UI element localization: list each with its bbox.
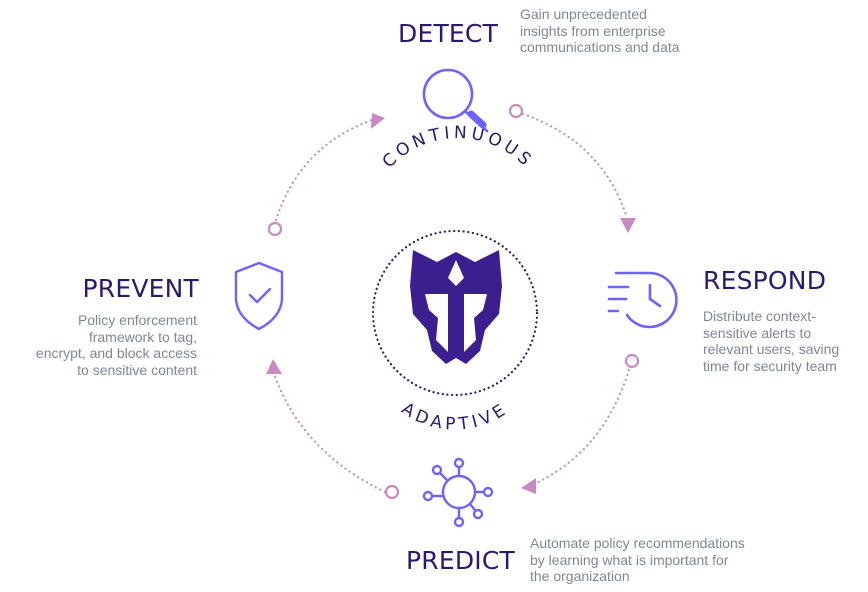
arrowhead-respond (620, 218, 636, 233)
center-top-text: CONTINUOUS (379, 123, 538, 173)
marker-respond (624, 353, 640, 369)
arrowhead-predict (521, 478, 536, 494)
arc-prevent-to-detect (274, 118, 374, 222)
cycle-arrows (272, 112, 631, 494)
detect-description: Gain unprecedented insights from enterpr… (520, 6, 680, 56)
network-node-icon (422, 457, 494, 528)
center-dotted-ring (371, 229, 539, 397)
arc-detect-to-respond (521, 112, 629, 220)
arc-predict-to-prevent (272, 372, 387, 494)
magnifier-icon (422, 68, 489, 133)
arc-respond-to-predict (530, 368, 631, 487)
predict-description: Automate policy recommendations by learn… (530, 535, 745, 585)
detect-title: DETECT (398, 19, 499, 48)
marker-prevent (267, 221, 283, 237)
marker-predict (384, 484, 400, 500)
respond-description: Distribute context- sensitive alerts to … (703, 308, 840, 374)
clock-alert-icon (607, 271, 678, 329)
arrowhead-prevent (266, 359, 282, 374)
respond-title: RESPOND (703, 266, 827, 295)
prevent-description: Policy enforcement framework to tag, enc… (35, 312, 197, 378)
center-bottom-text: ADAPTIVE (398, 399, 512, 435)
marker-detect (508, 103, 524, 119)
center-badge: CONTINUOUS ADAPTIVE (371, 123, 539, 435)
shield-check-icon (234, 261, 284, 331)
helmet-logo-icon (410, 250, 502, 364)
arrowhead-detect (371, 113, 385, 129)
predict-title: PREDICT (406, 546, 515, 575)
prevent-title: PREVENT (82, 274, 199, 303)
cycle-arrowheads (266, 113, 636, 494)
cycle-start-markers (267, 103, 640, 500)
